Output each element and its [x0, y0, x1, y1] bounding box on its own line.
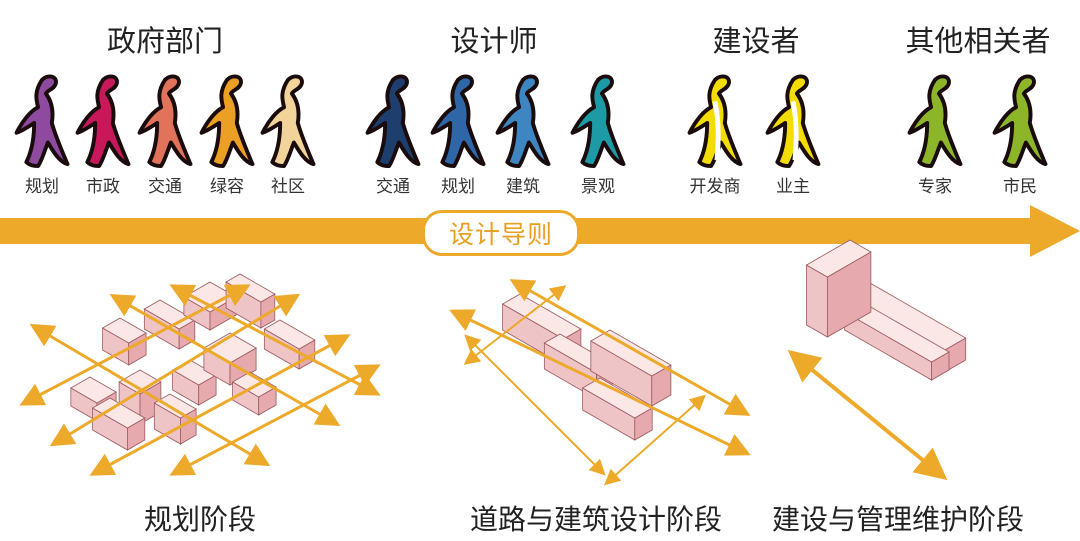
- group-title: 政府部门: [106, 24, 224, 58]
- role-label: 社区: [271, 177, 305, 197]
- role-label: 景观: [581, 177, 615, 197]
- role-label: 交通: [148, 177, 182, 197]
- road-building-design-illustration: [449, 279, 751, 486]
- person-figure-icon: [365, 74, 421, 169]
- stage-label-planning: 规划阶段: [143, 503, 257, 536]
- person-figure-icon: [14, 74, 70, 169]
- person-figure-icon: [75, 74, 131, 169]
- building-block: [806, 264, 828, 338]
- design-guideline-label: 设计导则: [422, 210, 580, 256]
- role-label: 市民: [1003, 177, 1037, 197]
- axis-arrow: [604, 394, 706, 486]
- role-label: 开发商: [689, 177, 741, 197]
- role-label: 专家: [918, 177, 952, 197]
- role-label: 市政: [86, 177, 120, 197]
- role-label: 建筑: [506, 177, 540, 197]
- person-figure-icon: [260, 74, 316, 169]
- role-label: 业主: [776, 177, 810, 197]
- role-label: 规划: [441, 177, 475, 197]
- person-figure-icon: [570, 74, 626, 169]
- role-label: 绿容: [210, 177, 244, 197]
- person-figure-icon: [992, 74, 1048, 169]
- stage-label-construction: 建设与管理维护阶段: [771, 503, 1025, 536]
- person-figure-icon: [495, 74, 551, 169]
- role-label: 规划: [25, 177, 59, 197]
- group-title: 设计师: [450, 24, 538, 58]
- person-figure-icon: [137, 74, 193, 169]
- person-figure-icon: [907, 74, 963, 169]
- stage-label-design: 道路与建筑设计阶段: [469, 503, 723, 536]
- axis-arrow: [787, 349, 948, 481]
- person-figure-icon: [765, 74, 821, 169]
- planning-stage-illustration: [19, 273, 381, 476]
- person-figure-icon: [199, 74, 255, 169]
- role-label: 交通: [376, 177, 410, 197]
- construction-maintenance-illustration: [787, 239, 967, 481]
- building-block: [805, 239, 872, 278]
- group-title: 建设者: [712, 24, 800, 58]
- axis-arrow: [169, 284, 381, 396]
- axis-arrow: [463, 285, 567, 365]
- person-figure-icon: [430, 74, 486, 169]
- group-title: 其他相关者: [905, 24, 1051, 58]
- person-figure-icon: [687, 74, 743, 169]
